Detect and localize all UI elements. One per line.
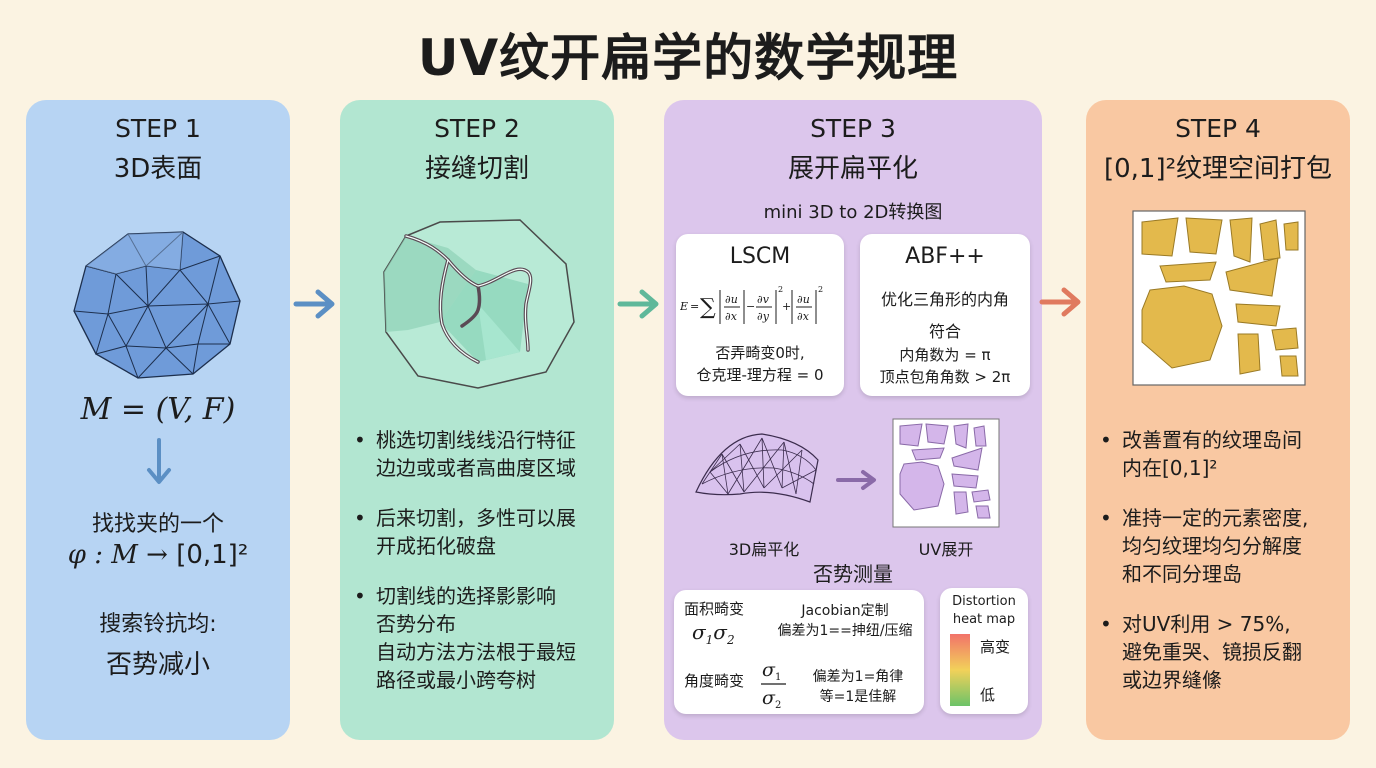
svg-text:E: E [680, 300, 688, 313]
svg-text:1: 1 [775, 672, 781, 683]
svg-text:σ: σ [762, 687, 776, 709]
step2-label: STEP 2 [434, 114, 520, 143]
step1-panel: STEP 1 3D表面 M = (V, F) 找找夹的一个 φ : M → [0… [26, 100, 290, 740]
area-distortion-label: 面积畸变 [684, 600, 745, 618]
step2-bullet-list: 桃选切割线线沿行特征 边边或或者高曲度区域 后来切割，多性可以展 开成拓化破盘 … [354, 426, 610, 716]
step3-subtitle: 展开扁平化 [787, 154, 918, 184]
lscm-energy-formula: E = ∑ ∂u ∂x − ∂v ∂y 2 + ∂u ∂x 2 [680, 285, 823, 324]
lscm-line1: 否弄畸变0时, [715, 344, 805, 362]
svg-text:σ: σ [762, 659, 776, 681]
lscm-line2: 仓克理-理方程 = 0 [696, 366, 824, 384]
step2-bullet-1: 桃选切割线线沿行特征 边边或或者高曲度区域 [354, 426, 610, 482]
svg-text:∂u: ∂u [797, 293, 810, 306]
heatmap-title-line2: heat map [952, 612, 1016, 627]
svg-text:2: 2 [775, 700, 781, 710]
distortion-measure-title: 否势测量 [813, 562, 893, 586]
svg-text:∑: ∑ [700, 295, 716, 320]
step1-subtitle: 3D表面 [113, 154, 203, 184]
heatmap-card: Distortion heat map 高变 低 [940, 588, 1028, 714]
angle-desc1: 偏差为1=角律 [812, 669, 904, 685]
angle-desc2: 等=1是佳解 [819, 689, 897, 705]
lscm-card: LSCM E = ∑ ∂u ∂x − ∂v ∂y 2 + ∂u ∂x [676, 234, 844, 396]
svg-text:−: − [746, 300, 755, 313]
angle-distortion-label: 角度畸变 [684, 672, 745, 690]
step3-panel: STEP 3 展开扁平化 mini 3D to 2D转换图 LSCM E = ∑… [664, 100, 1042, 740]
step4-bullet-1: 改善置有的纹理岛间 内在[0,1]² [1100, 426, 1346, 482]
step1-text3: 否势减小 [105, 650, 210, 680]
seam-cut-illustration [383, 219, 575, 389]
abf-card: ABF++ 优化三角形的内角 符合 内角数为 = π 顶点包角角数 > 2π [860, 234, 1030, 396]
svg-text:=: = [690, 300, 699, 313]
uv-unwrap-illustration [892, 418, 1000, 528]
abf-title: ABF++ [905, 244, 985, 269]
right-arrow-icon [1039, 287, 1081, 317]
right-arrow-icon [836, 470, 876, 490]
svg-text:∂y: ∂y [757, 310, 770, 323]
label-uv-unwrap: UV展开 [918, 540, 974, 559]
label-3d-flatten: 3D扁平化 [728, 540, 800, 559]
step3-label: STEP 3 [810, 114, 896, 143]
heatmap-high-label: 高变 [980, 638, 1011, 656]
abf-line1: 优化三角形的内角 [880, 290, 1009, 309]
abf-line4: 顶点包角角数 > 2π [879, 368, 1011, 386]
page-title: UV纹开扁学的数学规理 [417, 29, 959, 87]
step2-bullet-3: 切割线的选择影影响 否势分布 自动方法方法根于最短 路径或最小跨夸树 [354, 582, 610, 694]
step4-bullet-3: 对UV利用 > 75%, 避免重哭、镜损反翻 或边界缝絛 [1100, 610, 1346, 694]
step1-text2: 搜索铃抗均: [99, 612, 217, 637]
area-desc1: Jacobian定制 [801, 603, 889, 619]
mini-conversion-title: mini 3D to 2D转换图 [763, 202, 943, 223]
svg-text:∂v: ∂v [757, 293, 770, 306]
heatmap-title-line1: Distortion [952, 594, 1016, 609]
step2-panel: STEP 2 接缝切割 桃选切割线线沿行特征 边边或或者高曲度区域 后来切割，多… [340, 100, 614, 740]
svg-text:∂x: ∂x [797, 310, 810, 323]
lscm-title: LSCM [729, 244, 791, 269]
svg-text:2: 2 [818, 285, 823, 294]
step4-bullet-list: 改善置有的纹理岛间 内在[0,1]² 准持一定的元素密度, 均匀纹理均匀分解度 … [1100, 426, 1346, 716]
uv-packing-illustration [1132, 210, 1306, 386]
sigma-product: σ1σ2 [692, 620, 735, 647]
mapping-formula-right: [0,1]² [176, 540, 249, 570]
step2-bullet-2: 后来切割，多性可以展 开成拓化破盘 [354, 504, 610, 560]
abf-line2: 符合 [928, 322, 961, 341]
svg-text:∂u: ∂u [725, 293, 738, 306]
svg-text:∂x: ∂x [725, 310, 738, 323]
step2-subtitle: 接缝切割 [424, 154, 529, 184]
step4-label: STEP 4 [1175, 114, 1261, 143]
abf-line3: 内角数为 = π [899, 346, 991, 364]
step1-label: STEP 1 [115, 114, 201, 143]
right-arrow-icon [293, 289, 335, 319]
svg-text:+: + [782, 300, 791, 313]
curved-mesh-illustration [695, 433, 819, 503]
mapping-formula: φ : M → [0,1]² [26, 540, 290, 570]
heatmap-low-label: 低 [980, 686, 996, 704]
sigma-ratio-formula: σσ 1 2 [761, 659, 786, 710]
down-arrow-icon [147, 438, 171, 484]
step4-bullet-2: 准持一定的元素密度, 均匀纹理均匀分解度 和不同分理岛 [1100, 504, 1346, 588]
polyhedron-sphere-illustration [73, 231, 241, 379]
step4-subtitle: [0,1]²纹理空间打包 [1103, 154, 1333, 184]
mesh-formula: M = (V, F) [80, 392, 236, 427]
area-desc2: 偏差为1==抻纽/压缩 [777, 623, 913, 639]
heatmap-gradient-bar [950, 634, 970, 706]
right-arrow-icon [617, 289, 659, 319]
step1-text1: 找找夹的一个 [91, 512, 224, 537]
svg-text:2: 2 [778, 285, 783, 294]
step4-panel: STEP 4 [0,1]²纹理空间打包 改善置有的纹理岛间 内在[0,1]² 准… [1086, 100, 1350, 740]
mapping-formula-left: φ : M → [67, 540, 168, 570]
